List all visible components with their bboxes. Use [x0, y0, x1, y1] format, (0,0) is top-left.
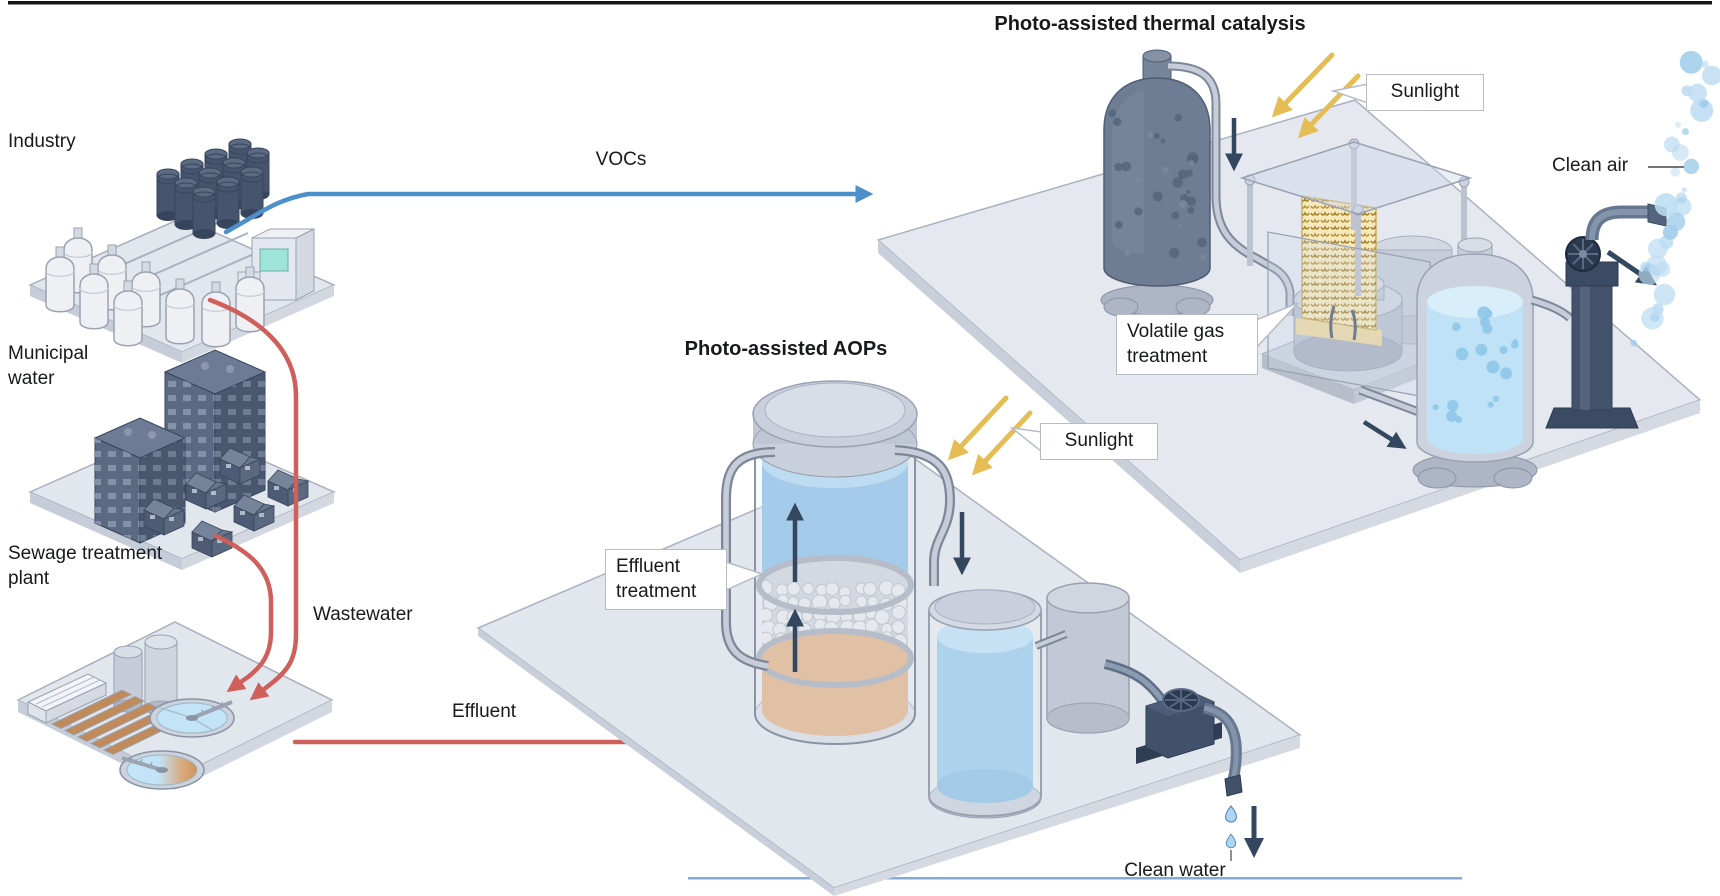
tank-bubbles: [1432, 306, 1519, 424]
exhaust-stack: [1545, 203, 1667, 429]
clean-air-label: Clean air: [1552, 155, 1629, 176]
figure-top-rule: [8, 1, 1712, 5]
reactor-left-pipe-inner: [723, 449, 776, 669]
sunlight-thermal-callout-tail: [1330, 83, 1369, 105]
wastewater-label: Wastewater: [313, 604, 413, 625]
effluent-label: Effluent: [452, 701, 517, 722]
tank-link-pipe-inner: [1035, 632, 1067, 648]
aops-reactor: [752, 380, 918, 745]
holding-tank: [1046, 582, 1130, 734]
platform-flow-arrow: [1362, 420, 1407, 449]
sunlight-arrows-aops: [947, 395, 1033, 476]
vocs-arrow: [223, 185, 874, 235]
industry-illustration: [28, 138, 336, 363]
pump-inlet-pipe-inner: [1104, 661, 1164, 702]
plant-building: [26, 673, 108, 724]
vocs-label: VOCs: [595, 149, 647, 170]
thermal-section-title: Photo-assisted thermal catalysis: [994, 13, 1306, 35]
volatile-gas-callout: Volatile gas treatment: [1116, 314, 1258, 376]
aops-section-title: Photo-assisted AOPs: [684, 338, 888, 360]
adsorber-texture: [1108, 109, 1207, 261]
reactor-right-pipe-inner: [894, 447, 953, 586]
sample-clamp: [1329, 305, 1357, 341]
clean-air-plume: [1630, 50, 1720, 347]
catalyst-outlet-pipe-inner: [1359, 387, 1425, 417]
sewage-plant-label: Sewage treatment plant: [8, 543, 163, 589]
clean-water-label: Clean water: [1124, 860, 1226, 881]
tank-to-stack-pipe-inner: [1531, 297, 1572, 320]
sewage-plant-illustration: [16, 621, 334, 790]
wastewater-arrow-municipal: [213, 533, 274, 693]
adsorber-outlet-pipe-inner: [1167, 63, 1293, 316]
bubbling-tank: [1412, 237, 1538, 489]
adsorber-tank: [1100, 49, 1214, 317]
sunlight-arrows-thermal: [1271, 52, 1361, 139]
sunlight-aops-callout-tail: [1009, 426, 1043, 454]
clarifier-1: [149, 698, 235, 738]
figure-bottom-rule: [688, 877, 1462, 880]
sunlight-thermal-callout: Sunlight: [1366, 74, 1484, 111]
industry-label: Industry: [8, 131, 76, 152]
pump: [1136, 688, 1243, 797]
settling-tank: [928, 589, 1042, 819]
water-droplets: [1224, 805, 1238, 849]
glass-canopy: [1239, 138, 1473, 399]
effluent-treatment-callout: Effluent treatment: [605, 549, 727, 611]
catalyst-glow: [1296, 318, 1382, 346]
wastewater-arrow-industry: [207, 297, 299, 701]
clarifier-2: [119, 750, 205, 790]
municipal-water-label: Municipal water: [8, 343, 89, 389]
sunlight-aops-callout: Sunlight: [1040, 423, 1158, 460]
